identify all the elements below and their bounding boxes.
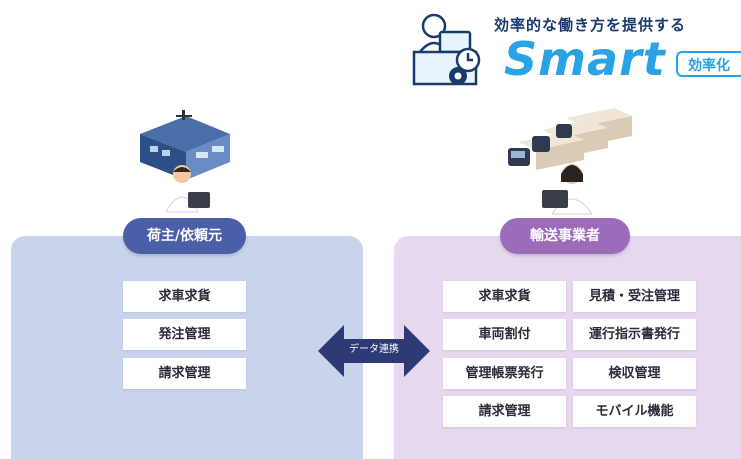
- carrier-feature-mobile: モバイル機能: [573, 396, 696, 427]
- shipper-person-icon: [165, 165, 210, 213]
- logo-tagline: 効率的な働き方を提供する: [494, 16, 687, 34]
- trucks-illustration: [508, 108, 632, 170]
- shipper-feature-matching: 求車求貨: [123, 281, 246, 312]
- smart-logo: 効率的な働き方を提供する Smart 効率化: [408, 6, 741, 92]
- logo-badge: 効率化: [676, 51, 741, 77]
- carrier-feature-vehicle-allocation: 車両割付: [443, 319, 566, 350]
- warehouse-illustration: [140, 110, 230, 180]
- data-link-label: データ連携: [349, 344, 399, 355]
- logo-title: Smart: [504, 32, 666, 86]
- carrier-feature-quote-order: 見積・受注管理: [573, 281, 696, 312]
- carrier-role-label: 輸送事業者: [500, 218, 630, 254]
- carrier-person-icon: [542, 164, 593, 215]
- shipper-role-label: 荷主/依頼元: [123, 218, 246, 254]
- carrier-feature-inspection: 検収管理: [573, 358, 696, 389]
- carrier-feature-dispatch-instructions: 運行指示書発行: [573, 319, 696, 350]
- carrier-feature-billing: 請求管理: [443, 396, 566, 427]
- shipper-feature-order-management: 発注管理: [123, 319, 246, 350]
- carrier-feature-report-issuance: 管理帳票発行: [443, 358, 566, 389]
- worker-at-desk-icon: [412, 13, 481, 86]
- data-link-arrow-icon: [318, 325, 430, 377]
- carrier-feature-matching: 求車求貨: [443, 281, 566, 312]
- shipper-feature-billing: 請求管理: [123, 358, 246, 389]
